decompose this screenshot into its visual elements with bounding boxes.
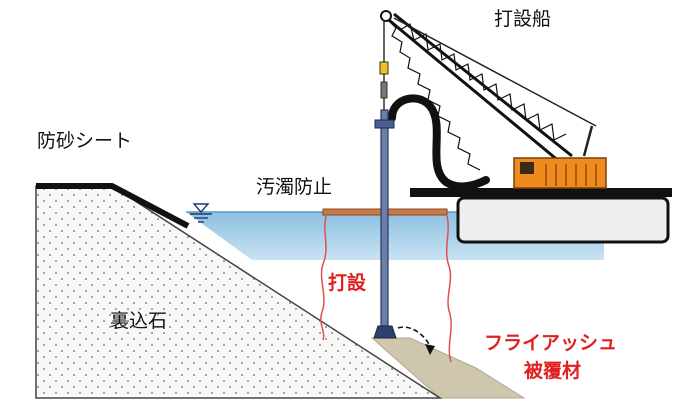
crane-boom xyxy=(383,12,573,171)
silt-fence-curtain-left xyxy=(320,215,327,341)
discharge-arrow xyxy=(397,326,431,347)
discharge-arrowhead xyxy=(425,344,435,355)
barge-hull xyxy=(456,196,670,244)
material-hose xyxy=(388,94,490,191)
crane-pendant-line xyxy=(393,17,597,127)
boom-tip-sheave xyxy=(380,10,392,22)
label-sand-sheet: 防砂シート xyxy=(37,130,133,152)
label-fly-ash: フライアッシュ xyxy=(484,332,618,354)
driving-pipe xyxy=(380,109,389,327)
label-covering-material: 被覆材 xyxy=(524,360,582,382)
crane-mast xyxy=(582,125,594,157)
sand-sheet-line xyxy=(36,183,190,229)
barge-deck xyxy=(410,188,672,197)
fly-ash-layer xyxy=(370,337,526,399)
crane-cab-window xyxy=(520,162,534,174)
pipe-clamp xyxy=(374,119,395,129)
silt-fence-curtain-right xyxy=(445,215,452,363)
hook-block xyxy=(379,61,389,75)
water-level-icon xyxy=(190,203,212,223)
crane-cab-grille xyxy=(545,164,597,186)
label-backfill: 裏込石 xyxy=(110,310,168,332)
label-driving: 打設 xyxy=(328,272,367,294)
pipe-nozzle xyxy=(373,325,397,339)
hook-clevis xyxy=(380,81,388,99)
label-vessel: 打設船 xyxy=(494,8,552,30)
label-silt-fence: 汚濁防止 xyxy=(256,176,333,198)
